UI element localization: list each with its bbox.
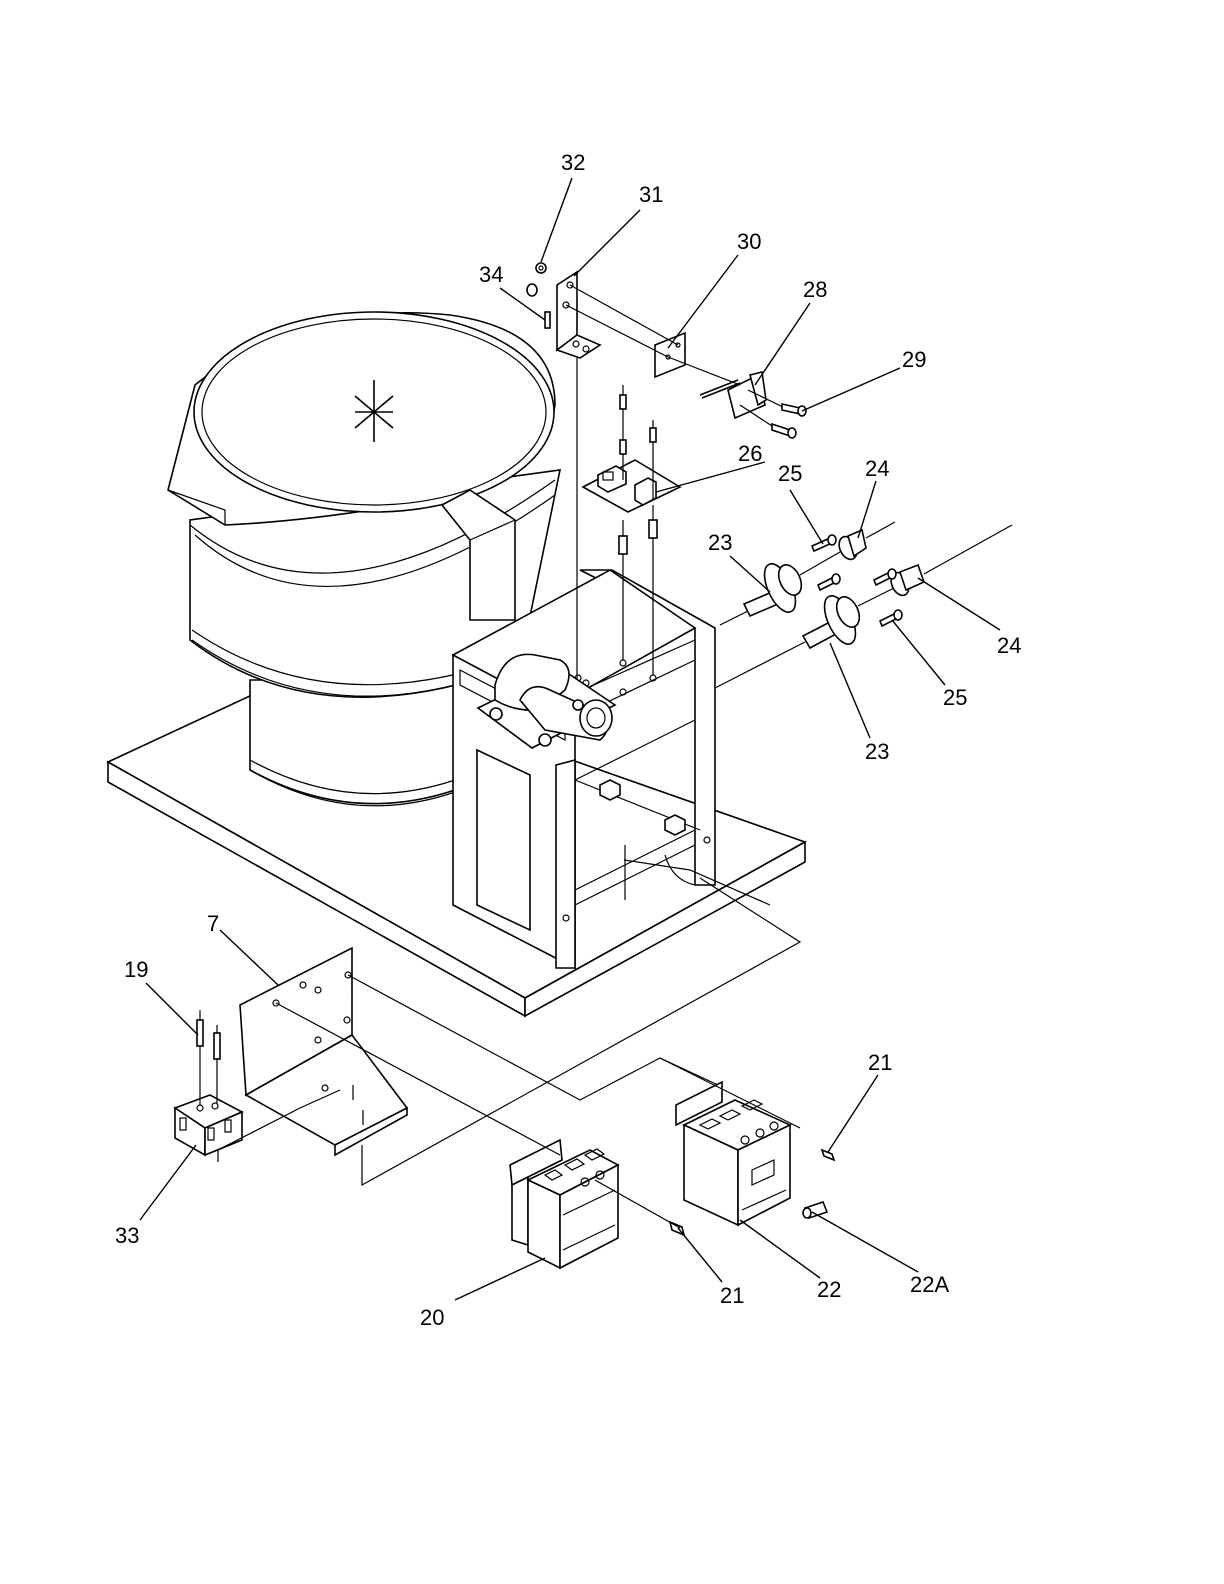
plate-30 (566, 285, 685, 377)
label-23-upper: 23 (708, 530, 732, 555)
label-30: 30 (737, 229, 761, 254)
label-24-lower: 24 (997, 633, 1021, 658)
contactor-20 (510, 1140, 684, 1268)
label-26: 26 (738, 441, 762, 466)
label-29: 29 (902, 347, 926, 372)
label-22a: 22A (910, 1272, 949, 1297)
label-32: 32 (561, 150, 585, 175)
label-23-lower: 23 (865, 739, 889, 764)
label-25-lower: 25 (943, 685, 967, 710)
fasteners-32-34 (527, 263, 550, 328)
contactor-22 (676, 1082, 834, 1225)
terminal-block-33 (175, 1010, 242, 1155)
heating-element-upper (720, 522, 895, 625)
mounting-panel-7 (240, 948, 407, 1155)
label-33: 33 (115, 1223, 139, 1248)
label-21-bottom: 21 (720, 1283, 744, 1308)
label-25-upper: 25 (778, 461, 802, 486)
label-34: 34 (479, 262, 503, 287)
label-31: 31 (639, 182, 663, 207)
screws-29 (772, 404, 806, 438)
label-19: 19 (124, 957, 148, 982)
label-22: 22 (817, 1277, 841, 1302)
label-20: 20 (420, 1305, 444, 1330)
label-28: 28 (803, 277, 827, 302)
label-24-upper: 24 (865, 456, 889, 481)
label-21-right: 21 (868, 1050, 892, 1075)
label-7: 7 (207, 911, 219, 936)
